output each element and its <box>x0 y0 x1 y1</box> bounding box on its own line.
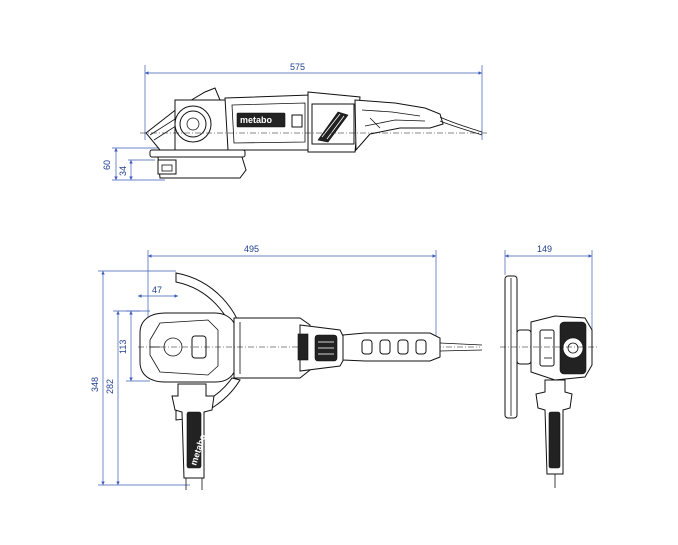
dimension-label-60: 60 <box>102 160 112 170</box>
vent-slots-top <box>297 333 309 361</box>
rear-handle <box>354 99 444 152</box>
side-handle-grip-front <box>548 411 561 469</box>
dimension-149: 149 <box>504 244 593 335</box>
gear-head-top <box>139 312 236 383</box>
logo-plate <box>236 112 286 128</box>
dimension-label-149: 149 <box>537 244 552 254</box>
dimension-label-34: 34 <box>118 166 128 176</box>
dimension-575: 575 <box>144 62 483 140</box>
dimension-282: 282 <box>105 310 140 485</box>
front-view: 149 <box>500 244 598 488</box>
dimension-label-282: 282 <box>105 379 115 394</box>
brand-logo: metabo <box>240 115 273 125</box>
dimension-label-113: 113 <box>118 340 128 354</box>
side-handle-grip <box>186 411 202 469</box>
dimension-label-495: 495 <box>244 244 259 254</box>
dimension-label-575: 575 <box>290 62 305 72</box>
air-vent-grille <box>317 111 349 143</box>
dimension-label-348: 348 <box>90 377 100 392</box>
dimension-348: 348 <box>90 270 190 486</box>
dimension-60-34: 60 34 <box>102 147 165 181</box>
dimension-47: 47 <box>138 285 178 298</box>
top-view: 495 47 348 282 113 <box>90 244 483 490</box>
dimension-113: 113 <box>118 310 150 382</box>
side-view: 575 60 34 metabo <box>102 62 488 181</box>
dimension-label-47: 47 <box>152 285 162 295</box>
